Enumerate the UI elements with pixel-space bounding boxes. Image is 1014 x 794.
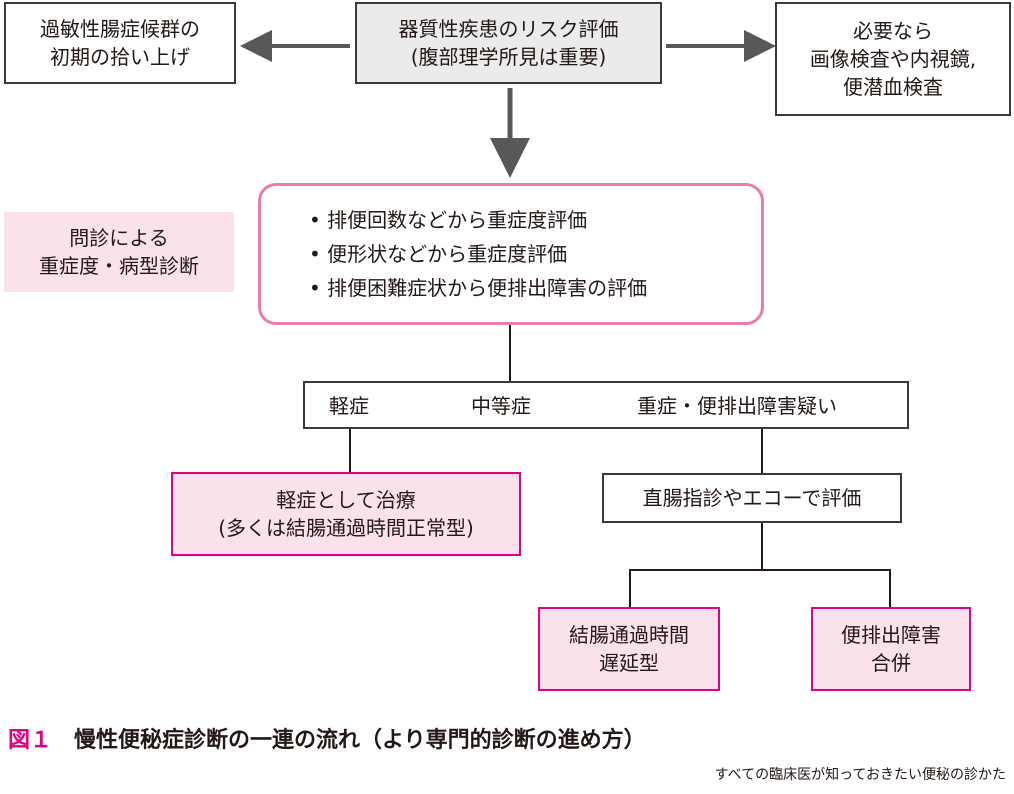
interview-diagnosis-line-2: 重症度・病型診断 [39,254,199,278]
assessment-bullet-2: • 便形状などから重症度評価 [309,242,568,266]
source-credit: すべての臨床医が知っておきたい便秘の診かた [714,767,1006,783]
figure-title: 慢性便秘症診断の一連の流れ（より専門的診断の進め方） [74,728,646,753]
organic-risk-line-1: 器質性疾患のリスク評価 [398,17,619,41]
figure-label: 図１ [8,728,53,753]
defecation-disorder-line-1: 便排出障害 [841,623,941,647]
severity-severe: 重症・便排出障害疑い [637,394,837,418]
ibs-screening-line-1: 過敏性腸症候群の [40,17,200,41]
severity-moderate: 中等症 [471,394,531,418]
severity-box: 軽症 中等症 重症・便排出障害疑い [303,381,909,429]
assessment-bullet-3: • 排便困難症状から便排出障害の評価 [309,276,648,300]
ibs-screening-line-2: 初期の拾い上げ [50,45,190,69]
organic-risk-box: 器質性疾患のリスク評価 (腹部理学所見は重要) [355,2,662,84]
slow-transit-line-2: 遅延型 [599,651,659,675]
additional-tests-line-1: 必要なら [853,19,933,43]
interview-diagnosis-label: 問診による 重症度・病型診断 [4,212,234,292]
figure-caption: 図１ 慢性便秘症診断の一連の流れ（より専門的診断の進め方） [8,722,646,754]
slow-transit-box: 結腸通過時間 遅延型 [538,607,720,691]
severity-mild: 軽症 [329,394,369,418]
additional-tests-box: 必要なら 画像検査や内視鏡, 便潜血検査 [775,2,1011,116]
ibs-screening-box: 過敏性腸症候群の 初期の拾い上げ [4,2,236,84]
additional-tests-line-3: 便潜血検査 [843,75,943,99]
defecation-disorder-line-2: 合併 [871,651,911,675]
mild-treatment-box: 軽症として治療 (多くは結腸通過時間正常型) [171,472,521,556]
additional-tests-line-2: 画像検査や内視鏡, [809,47,977,71]
organic-risk-line-2: (腹部理学所見は重要) [410,45,607,69]
mild-treatment-line-2: (多くは結腸通過時間正常型) [218,516,474,540]
mild-treatment-line-1: 軽症として治療 [276,488,416,512]
defecation-disorder-box: 便排出障害 合併 [811,607,971,691]
rectal-eval-text: 直腸指診やエコーで評価 [642,486,862,510]
assessment-box: • 排便回数などから重症度評価 • 便形状などから重症度評価 • 排便困難症状か… [258,183,764,325]
interview-diagnosis-line-1: 問診による [69,226,169,250]
assessment-bullet-1: • 排便回数などから重症度評価 [309,208,588,232]
slow-transit-line-1: 結腸通過時間 [569,623,689,647]
rectal-eval-box: 直腸指診やエコーで評価 [602,473,902,523]
